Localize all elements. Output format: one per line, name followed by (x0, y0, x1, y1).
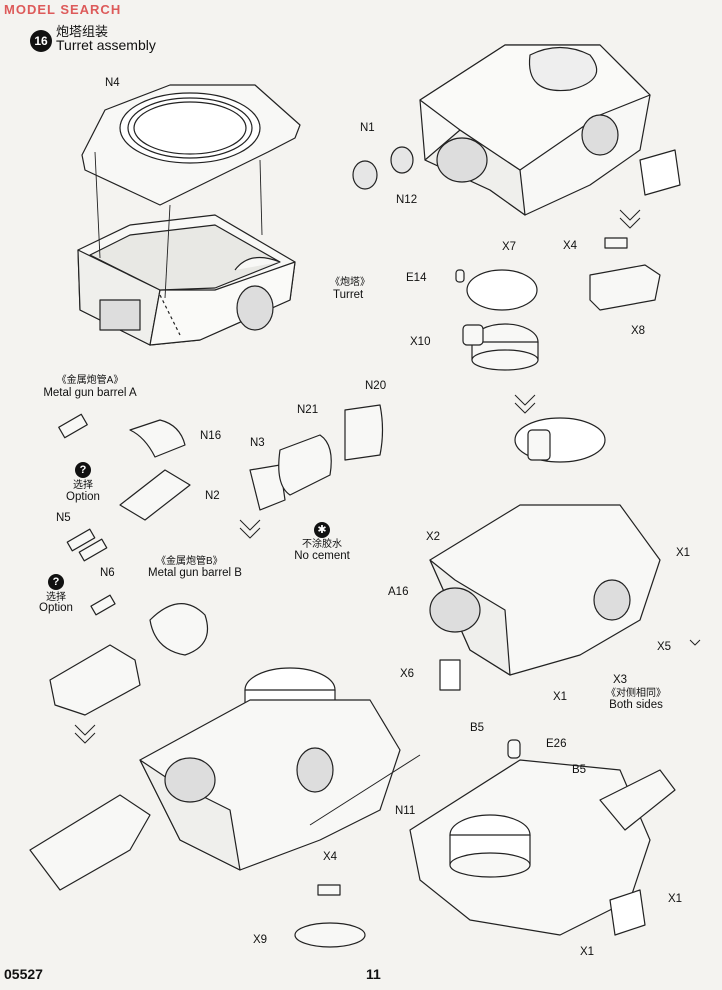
label-barrel-a-cn: 《金属炮管A》 (56, 375, 124, 386)
label-x3: X3 (613, 674, 628, 686)
turret-top-right (352, 44, 681, 216)
label-barrel-b-cn: 《金属炮管B》 (156, 556, 223, 567)
label-turret-en: Turret (333, 289, 364, 301)
label-n3: N3 (250, 437, 265, 449)
watermark-text: MODEL SEARCH (4, 2, 122, 17)
label-n5: N5 (56, 512, 71, 524)
product-code: 05527 (4, 966, 43, 982)
label-no-cement-cn: 不涂胶水 (302, 539, 342, 550)
question-icon: ? (48, 574, 64, 590)
label-x4-top: X4 (563, 240, 578, 252)
label-option-cn-2: 选择 (46, 592, 66, 603)
label-n6: N6 (100, 567, 115, 579)
label-n2: N2 (205, 490, 220, 502)
label-n16: N16 (200, 430, 222, 442)
label-barrel-b-en: Metal gun barrel B (148, 567, 242, 579)
no-cement-icon: ✱ (314, 522, 330, 538)
mantlet-shields (249, 404, 384, 511)
hatch-x4-x8 (589, 237, 661, 311)
label-e26: E26 (546, 738, 567, 750)
label-n12: N12 (396, 194, 418, 206)
label-x1-c: X1 (668, 893, 683, 905)
n4-turret-top-plate (81, 84, 301, 206)
label-barrel-a-en: Metal gun barrel A (43, 387, 137, 399)
label-e14: E14 (406, 272, 427, 284)
label-x7: X7 (502, 241, 517, 253)
label-b5-left: B5 (470, 722, 485, 734)
label-x1-a: X1 (676, 547, 691, 559)
label-no-cement-en: No cement (294, 550, 350, 562)
label-x4-bottom: X4 (323, 851, 338, 863)
label-n21: N21 (297, 404, 319, 416)
label-x5: X5 (657, 641, 672, 653)
label-option-en-2: Option (39, 602, 73, 614)
label-x10: X10 (410, 336, 431, 348)
label-n1: N1 (360, 122, 375, 134)
label-a16: A16 (388, 586, 409, 598)
label-n11: N11 (395, 805, 416, 817)
page-number: 11 (366, 966, 381, 982)
label-both-sides-cn: 《对侧相同》 (606, 688, 666, 699)
label-x6: X6 (400, 668, 415, 680)
label-x9: X9 (253, 934, 268, 946)
label-b5-right: B5 (572, 764, 587, 776)
turret-bottom-left (29, 667, 421, 891)
step-title-en: Turret assembly (56, 37, 156, 53)
turret-body-left (77, 214, 296, 346)
watermark: MODEL SEARCH (4, 2, 121, 17)
gun-barrel-parts (58, 413, 191, 616)
label-option-cn-1: 选择 (73, 480, 93, 491)
turret-guide-lines (94, 151, 263, 299)
turret-bottom-right (409, 739, 676, 936)
label-turret-cn: 《炮塔》 (330, 277, 370, 288)
question-icon: ? (75, 462, 91, 478)
label-x1-d: X1 (580, 946, 595, 958)
cupola-x7-x10 (455, 269, 539, 371)
step-title-cn: 炮塔组装 (56, 24, 109, 39)
step-number-badge: 16 (30, 30, 52, 52)
label-option-en-1: Option (66, 491, 100, 503)
hatch-x4-x9 (294, 884, 366, 948)
mantlet-assembly (49, 603, 209, 716)
label-x1-b: X1 (553, 691, 568, 703)
label-x2: X2 (426, 531, 441, 543)
turret-mid-right (429, 417, 661, 691)
label-n4: N4 (105, 77, 120, 89)
label-n20: N20 (365, 380, 387, 392)
label-x8: X8 (631, 325, 646, 337)
label-both-sides-en: Both sides (609, 699, 663, 711)
